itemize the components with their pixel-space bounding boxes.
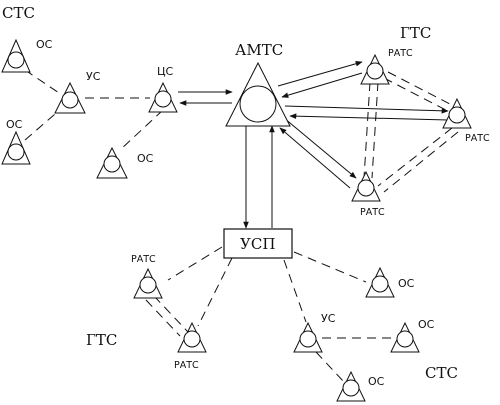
ratc-node-right: [442, 97, 472, 129]
cs-node: [148, 81, 178, 113]
link-ratc-top-mid-b: [371, 81, 379, 179]
os-bottom-right-label: ОС: [418, 318, 435, 331]
amtc-label: АМТС: [235, 41, 283, 59]
os-mid-left-label: ОС: [6, 118, 23, 131]
ratc-node-top: [360, 53, 390, 85]
arrow-amtc-to-ratc-right: [284, 105, 449, 114]
link-ratc-top-mid-a: [363, 81, 371, 179]
arrow-ratc-top-to-amtc: [281, 72, 363, 98]
link-ratc-bl-a: [145, 299, 181, 337]
link-ratc-right-mid-b: [383, 131, 459, 193]
arrow-amtc-to-ratc-top: [277, 61, 363, 87]
ratc-right-label: РАТС: [465, 133, 490, 144]
os-node-mid-left: [1, 130, 31, 165]
ratc-node-bl-top: [133, 267, 163, 299]
os-node-right-of-usp: [365, 266, 395, 298]
link-ratc-bl-b: [153, 295, 189, 333]
region-label-gtc-bottom: ГТС: [86, 331, 117, 349]
link-os-us-top: [24, 69, 63, 96]
link-ratc-top-right-b: [383, 77, 447, 111]
usp-box: [223, 228, 293, 259]
os-node-low-left: [96, 146, 128, 179]
arrow-amtc-to-ratc-mid: [283, 117, 357, 179]
link-cs-os: [119, 109, 164, 151]
region-label-stc-top: СТС: [2, 4, 35, 22]
os-right-of-usp-label: ОС: [398, 277, 415, 290]
link-usp-ratc-bl-top: [167, 246, 223, 281]
region-label-stc-bottom: СТС: [425, 364, 458, 382]
ratc-node-mid: [351, 170, 381, 202]
link-usp-ratc-bl-bottom: [197, 257, 233, 327]
arrow-ratc-right-to-amtc: [289, 113, 449, 121]
usp-label: УСП: [240, 235, 275, 253]
arrow-ratc-mid-to-amtc: [279, 127, 351, 189]
os-bottom-center-label: ОС: [368, 375, 385, 388]
link-os-us-bottom: [24, 107, 63, 141]
os-top-left-label: ОС: [36, 38, 53, 51]
cs-label: ЦС: [157, 65, 174, 78]
os-low-left-label: ОС: [137, 152, 154, 165]
ratc-mid-label: РАТС: [360, 207, 385, 218]
ratc-top-label: РАТС: [388, 48, 413, 59]
os-node-bottom-right: [390, 321, 420, 353]
us-left-label: УС: [86, 70, 101, 83]
link-ratc-top-right-a: [387, 71, 451, 105]
us-node-left: [54, 81, 86, 114]
ratc-node-bl-bottom: [177, 321, 207, 353]
us-bottom-label: УС: [321, 312, 336, 325]
link-ratc-right-mid-a: [377, 127, 453, 187]
us-node-bottom: [293, 321, 323, 353]
ratc-bl-top-label: РАТС: [131, 254, 156, 265]
os-node-top-left: [1, 38, 31, 73]
region-label-gtc-top: ГТС: [400, 24, 431, 42]
amtc-node: [225, 61, 291, 127]
link-us-os-bottom: [315, 351, 345, 383]
ratc-bl-bottom-label: РАТС: [174, 360, 199, 371]
os-node-bottom-center: [336, 370, 366, 402]
link-usp-os-right: [293, 251, 367, 283]
link-usp-us-bottom: [283, 259, 307, 323]
